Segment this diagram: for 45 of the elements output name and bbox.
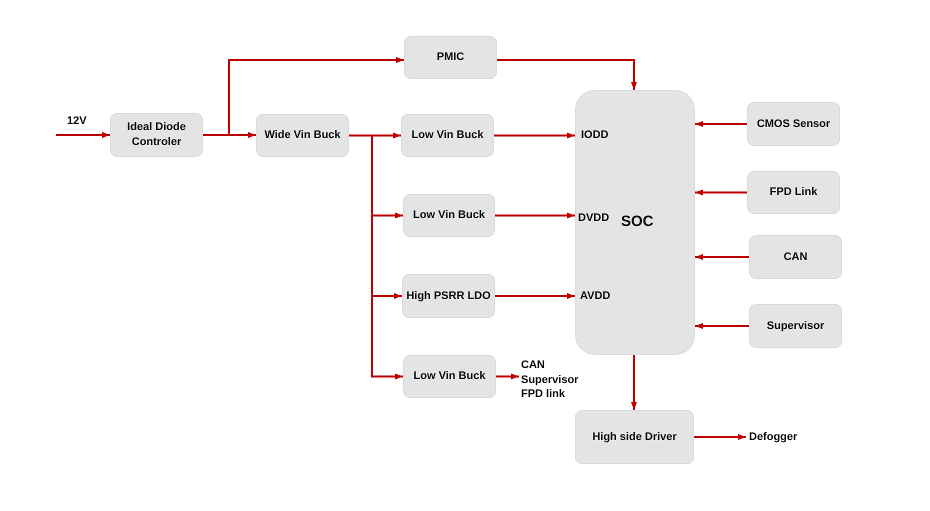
process-box xyxy=(749,304,842,348)
process-box xyxy=(110,113,203,157)
box-label: FPD Link xyxy=(770,185,818,200)
arrow xyxy=(497,59,637,90)
box-label: Supervisor xyxy=(766,318,824,334)
arrow xyxy=(695,190,747,196)
arrow xyxy=(695,121,747,127)
arrow xyxy=(495,293,575,299)
process-box xyxy=(256,114,349,157)
arrow xyxy=(695,254,749,260)
box-label: CAN xyxy=(784,250,808,264)
output-label: Defogger xyxy=(749,430,807,445)
process-box xyxy=(747,102,840,146)
arrow xyxy=(494,132,575,138)
arrow xyxy=(496,374,519,380)
arrow xyxy=(495,212,575,218)
process-box xyxy=(575,410,694,464)
pin-label: DVDD xyxy=(578,211,610,226)
output-label: CAN Supervisor FPD link xyxy=(521,358,587,402)
process-box xyxy=(402,274,495,318)
box-label: Wide Vin Buck xyxy=(264,128,341,143)
process-box xyxy=(403,355,496,398)
box-label: Low Vin Buck xyxy=(413,208,485,223)
pin-label: IODD xyxy=(581,128,608,143)
process-box xyxy=(401,114,494,157)
box-label: High side Driver xyxy=(592,430,677,444)
box-label: Ideal Diode Controler xyxy=(126,120,187,150)
box-label: High PSRR LDO xyxy=(406,288,491,304)
process-box xyxy=(404,36,497,79)
arrow xyxy=(695,323,749,329)
arrow xyxy=(349,134,403,380)
arrow xyxy=(203,57,404,136)
process-box xyxy=(403,194,495,237)
box-label: CMOS Sensor xyxy=(756,116,830,132)
process-box xyxy=(749,235,842,279)
pin-label: AVDD xyxy=(580,289,610,304)
box-label: Low Vin Buck xyxy=(414,369,486,384)
arrow xyxy=(56,132,110,138)
box-label: Low Vin Buck xyxy=(412,128,484,143)
arrow xyxy=(631,355,637,410)
soc-block xyxy=(575,90,695,355)
box-label: PMIC xyxy=(436,50,464,65)
block-title: SOC xyxy=(621,213,654,231)
arrow xyxy=(694,434,746,440)
process-box xyxy=(747,171,840,214)
